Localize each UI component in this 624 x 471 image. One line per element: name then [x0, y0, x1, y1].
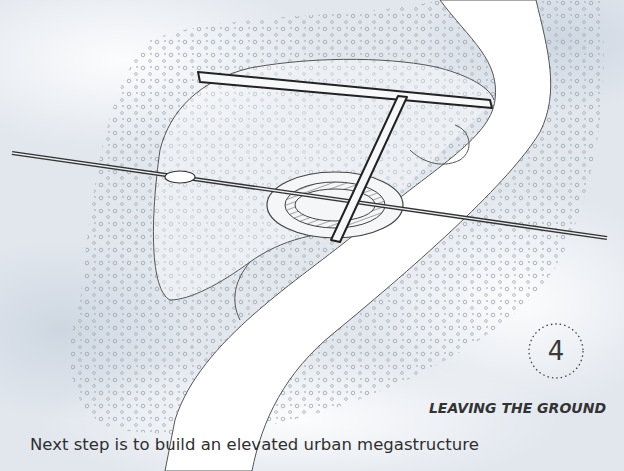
callout-number: 4: [548, 336, 565, 366]
circle-outline: [529, 324, 583, 378]
megastructure-stem: [331, 96, 407, 242]
bank-outline: [235, 262, 250, 320]
megastructure-bar: [198, 72, 492, 108]
station: [165, 171, 195, 183]
step-number-circle: 4: [527, 322, 585, 380]
section-title: LEAVING THE GROUND: [429, 400, 606, 416]
rail-line: [12, 153, 607, 238]
inlet-outline: [410, 125, 469, 164]
rail-line-inner: [12, 153, 607, 238]
caption-text: Next step is to build an elevated urban …: [30, 435, 479, 454]
